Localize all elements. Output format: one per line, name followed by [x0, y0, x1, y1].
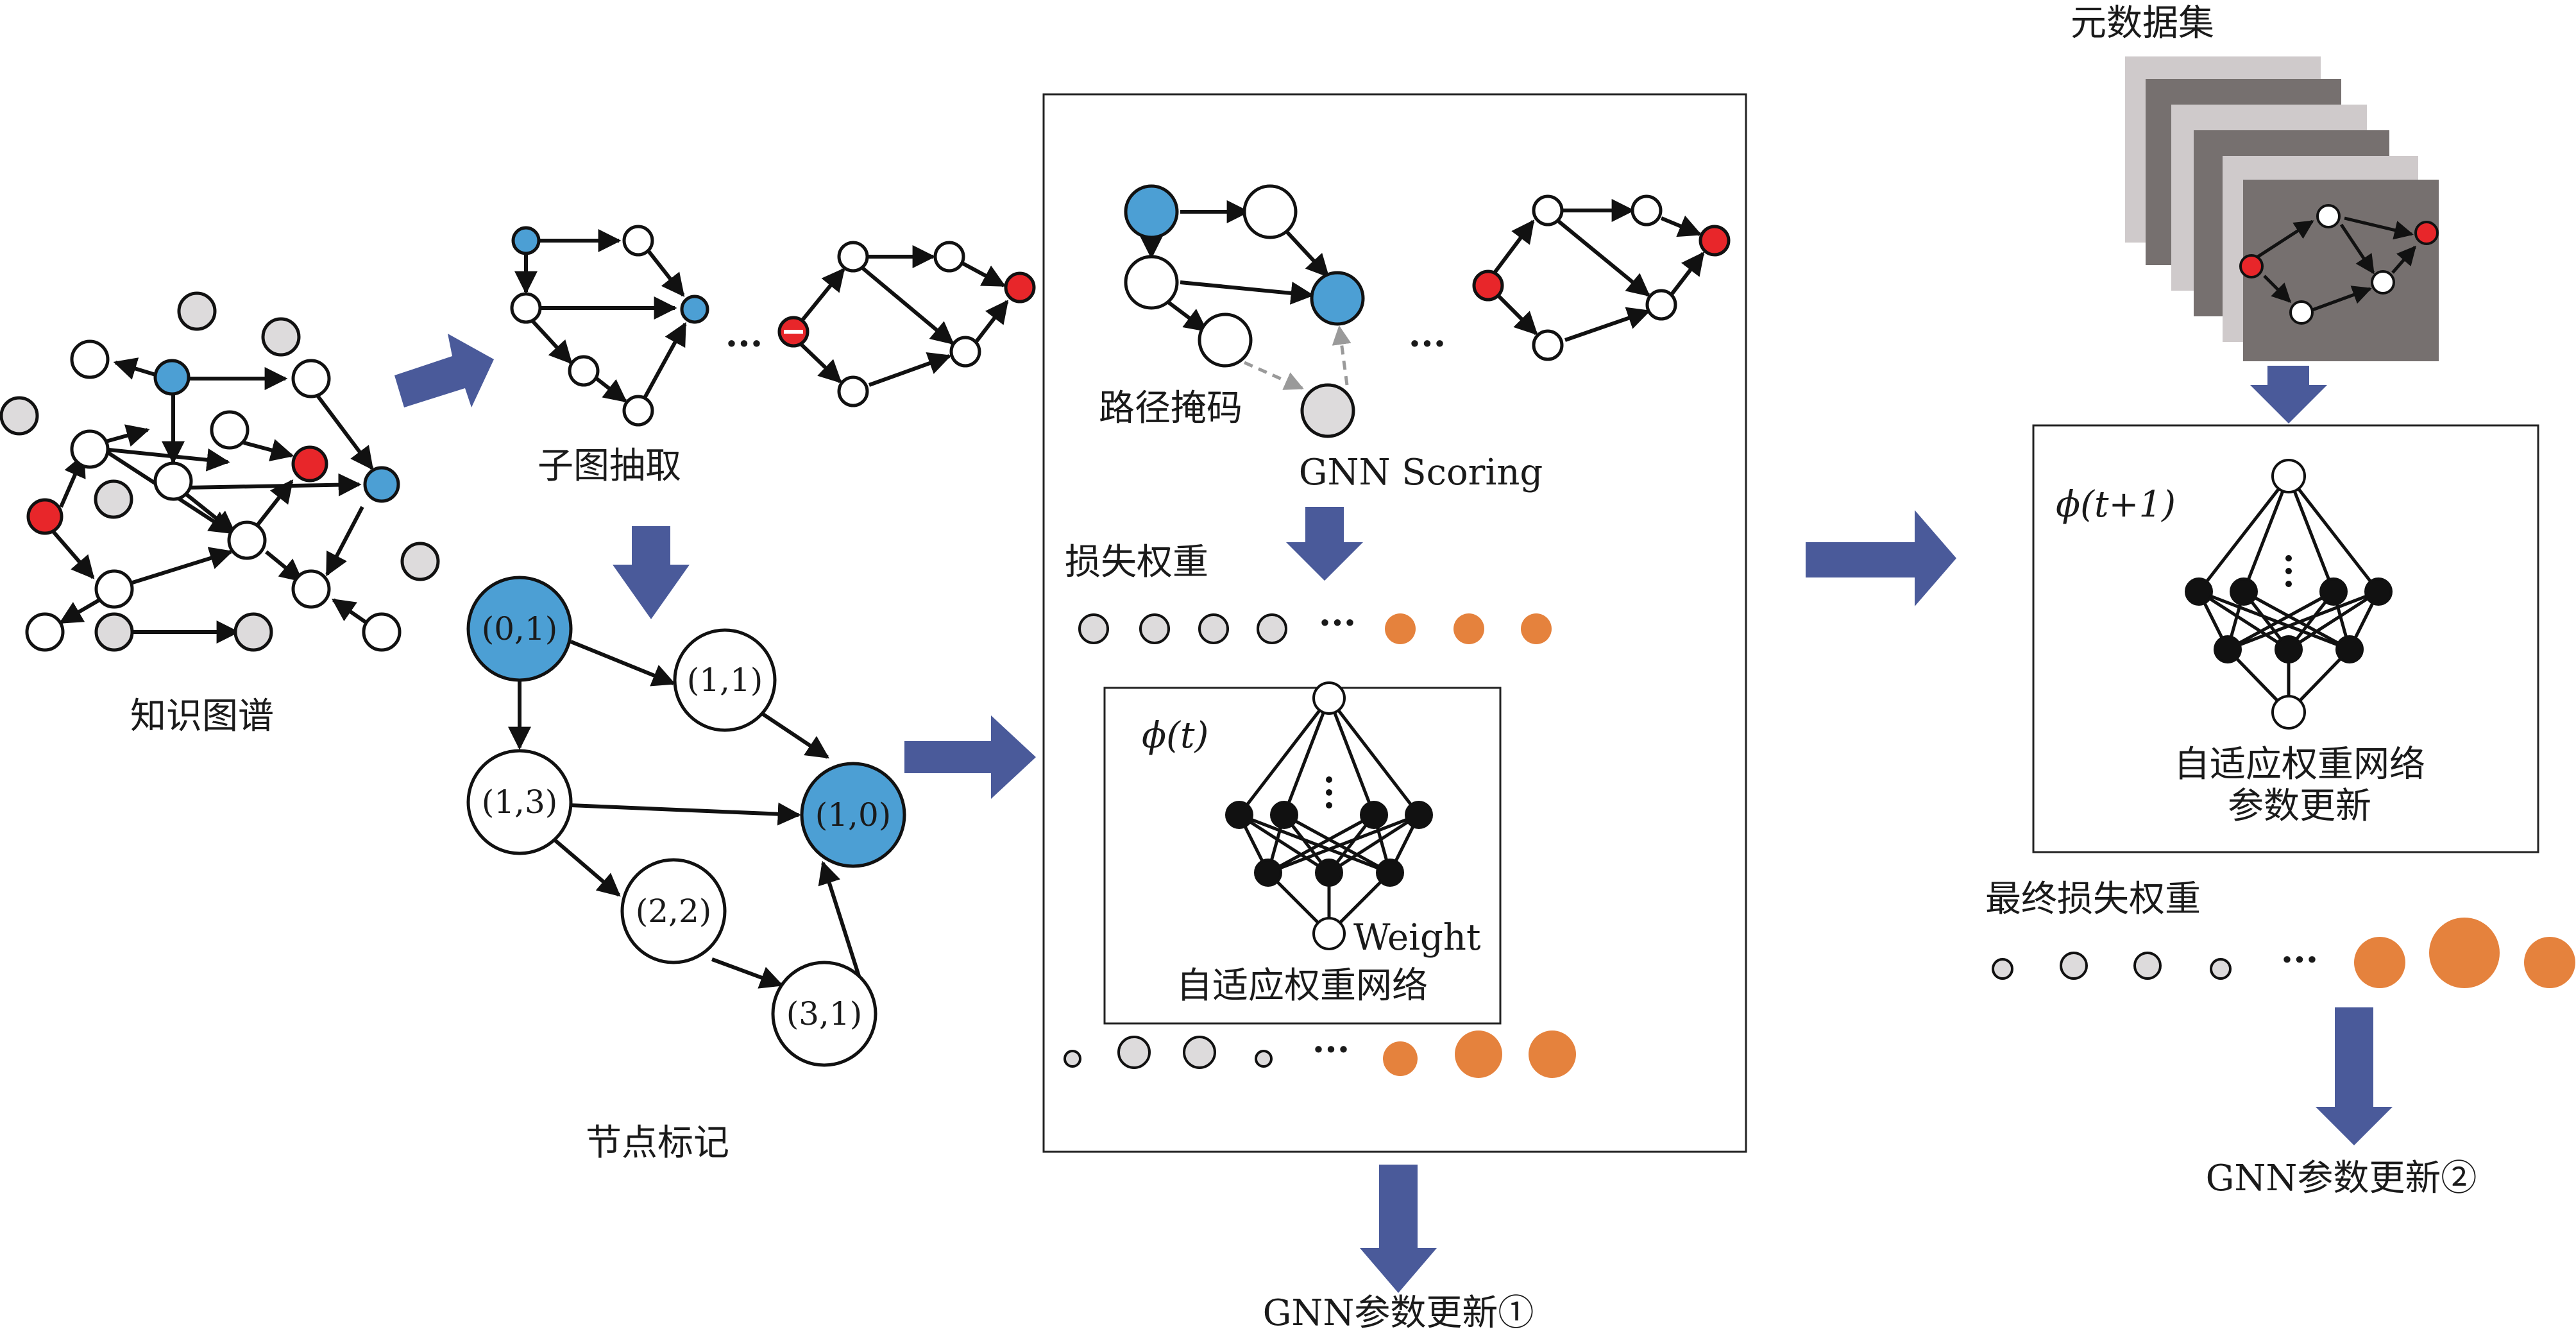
- arrow-to-node-labeling: [613, 526, 690, 619]
- knowledge-graph: [49, 357, 377, 644]
- scoring-ellipsis: ···: [1409, 323, 1446, 365]
- node-labeling-label: 节点标记: [586, 1122, 729, 1164]
- subgraph-2: [793, 245, 1009, 387]
- net-update-box: [2032, 424, 2539, 853]
- phi-t1-label: ϕ(t+1): [2056, 484, 2176, 526]
- node-label-1-3: (1,3): [482, 783, 558, 821]
- scoring-graph-2-nodes: [1472, 194, 1731, 361]
- arrow-to-subgraph: [394, 334, 494, 407]
- node-label-0-1: (0,1): [482, 610, 558, 647]
- adaptive-net-label: 自适应权重网络: [1176, 965, 1428, 1007]
- knowledge-graph-nodes: [0, 291, 440, 652]
- node-label-1-1: (1,1): [687, 662, 763, 699]
- gnn-update-2-label: GNN参数更新②: [2206, 1158, 2477, 1199]
- node-1-1: [673, 628, 777, 732]
- scoring-graph-1-masked: [1243, 325, 1352, 390]
- node-3-1: [771, 961, 877, 1067]
- arrow-to-gnn-update-1: [1360, 1165, 1437, 1293]
- adaptive-net-box: [1103, 687, 1502, 1025]
- node-label-1-0: (1,0): [815, 796, 892, 834]
- arrow-to-net-update: [2250, 366, 2327, 423]
- knowledge-graph-label: 知识图谱: [130, 696, 274, 737]
- meta-graph-nodes: [2239, 204, 2439, 325]
- gnn-scoring-label: GNN Scoring: [1299, 452, 1543, 493]
- adaptive-net-2: [2197, 475, 2380, 714]
- adaptive-net-1-vdots: [1326, 776, 1332, 808]
- weighted-loss-ellipsis: ···: [1312, 1029, 1350, 1071]
- adaptive-net-1-nodes: [1225, 681, 1433, 950]
- scoring-graph-1: [1140, 200, 1330, 332]
- scoring-box: [1042, 93, 1747, 1153]
- subgraph-1: [514, 229, 687, 403]
- phi-t-label: ϕ(t): [1142, 715, 1208, 757]
- node-0-1: [466, 576, 573, 682]
- subgraph-1-nodes: [510, 225, 709, 427]
- final-loss-weight-label: 最终损失权重: [1985, 878, 2201, 920]
- weighted-loss-dots: [1063, 1030, 1576, 1078]
- scoring-graph-2: [1493, 199, 1705, 342]
- path-mask-label: 路径掩码: [1099, 388, 1242, 429]
- scoring-graph-1-nodes: [1124, 184, 1365, 438]
- gnn-update-1-label: GNN参数更新①: [1263, 1292, 1534, 1334]
- arrow-to-loss-weights: [1286, 507, 1363, 581]
- net-update-label-1: 自适应权重网络: [2174, 744, 2425, 785]
- weight-label: Weight: [1353, 917, 1481, 959]
- adaptive-net-2-vdots: [2285, 555, 2292, 587]
- adaptive-net-2-nodes: [2185, 459, 2393, 730]
- subgraph-extraction-label: 子图抽取: [538, 445, 681, 487]
- loss-weight-ellipsis: ···: [1319, 602, 1357, 644]
- adaptive-net-1: [1237, 697, 1421, 935]
- arrow-to-meta-update: [1806, 510, 1956, 606]
- net-update-label-2: 参数更新: [2228, 785, 2371, 827]
- meta-graph: [2257, 216, 2416, 312]
- node-1-3: [466, 749, 573, 855]
- node-labeling-nodes: [466, 576, 906, 1067]
- node-labeling-graph: [508, 640, 865, 989]
- meta-dataset-cards: [2125, 56, 2439, 361]
- meta-dataset-label: 元数据集: [2071, 3, 2214, 44]
- subgraph-2-nodes: [777, 241, 1036, 407]
- loss-weight-label: 损失权重: [1065, 542, 1208, 583]
- node-1-0: [800, 762, 906, 868]
- final-loss-ellipsis: ···: [2281, 939, 2319, 981]
- arrow-to-scoring-box: [904, 715, 1036, 799]
- final-loss-dots: [1992, 918, 2575, 988]
- arrow-to-gnn-update-2: [2316, 1007, 2393, 1145]
- node-2-2: [620, 858, 727, 964]
- node-label-3-1: (3,1): [786, 995, 863, 1032]
- loss-weight-dots: [1078, 613, 1552, 644]
- node-label-2-2: (2,2): [636, 893, 712, 930]
- subgraph-ellipsis: ···: [725, 323, 763, 365]
